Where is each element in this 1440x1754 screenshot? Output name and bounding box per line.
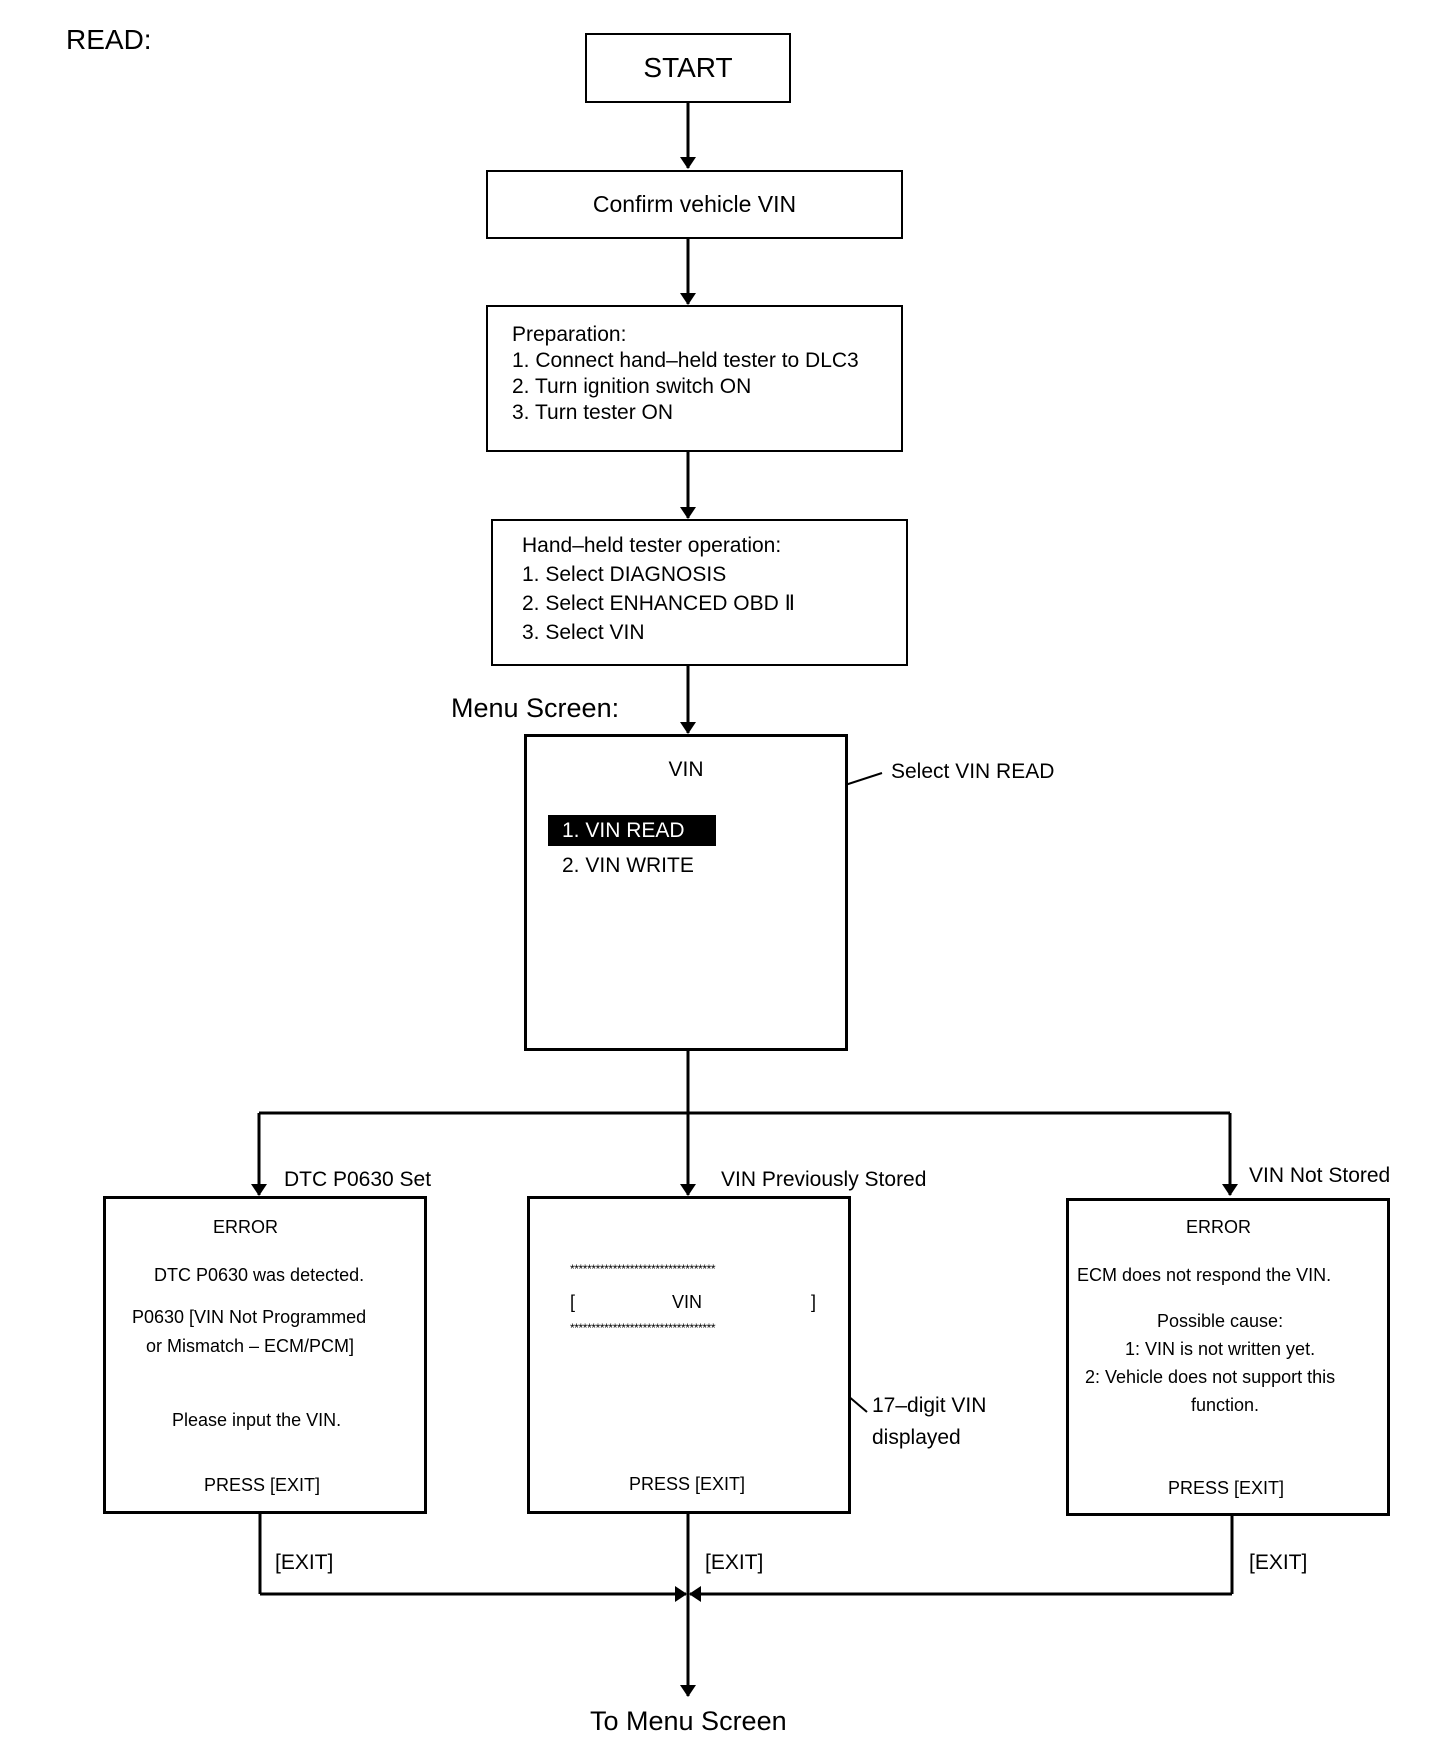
callout-select-vin-read: Select VIN READ — [891, 760, 1055, 783]
callout-displayed: displayed — [872, 1426, 961, 1449]
tester-operation-box: Hand–held tester operation: 1. Select DI… — [491, 519, 908, 666]
error-instruction: Please input the VIN. — [172, 1410, 342, 1430]
tester-operation-step: 2. Select ENHANCED OBD Ⅱ — [522, 592, 795, 615]
page-label: READ: — [66, 24, 152, 55]
error-message: DTC P0630 was detected. — [154, 1265, 365, 1285]
exit-label-right: [EXIT] — [1249, 1551, 1308, 1574]
tester-operation-step: 1. Select DIAGNOSIS — [522, 563, 727, 586]
preparation-title: Preparation: — [512, 323, 627, 346]
menu-screen-box: VIN 1. VIN READ 2. VIN WRITE — [524, 734, 848, 1051]
exit-label-middle: [EXIT] — [705, 1551, 764, 1574]
vin-placeholder: VIN — [672, 1292, 703, 1312]
possible-cause-item: 1: VIN is not written yet. — [1125, 1339, 1316, 1359]
error-detail: or Mismatch – ECM/PCM] — [146, 1336, 355, 1356]
press-exit-label: PRESS [EXIT] — [204, 1475, 321, 1495]
preparation-box: Preparation: 1. Connect hand–held tester… — [486, 305, 903, 452]
error-detail: P0630 [VIN Not Programmed — [132, 1307, 367, 1327]
confirm-vin-box: Confirm vehicle VIN — [486, 170, 903, 239]
start-label: START — [643, 52, 733, 83]
vin-stars-bottom: ********************************** — [570, 1321, 716, 1335]
tester-operation-title: Hand–held tester operation: — [522, 534, 782, 557]
press-exit-label: PRESS [EXIT] — [629, 1474, 746, 1494]
possible-cause-item: 2: Vehicle does not support this — [1085, 1367, 1336, 1387]
exit-label-left: [EXIT] — [275, 1551, 334, 1574]
error-message: ECM does not respond the VIN. — [1077, 1265, 1332, 1285]
start-box: START — [585, 33, 791, 103]
menu-item-vin-read[interactable]: 1. VIN READ — [548, 815, 716, 846]
menu-screen-title: VIN — [668, 758, 704, 781]
preparation-step: 1. Connect hand–held tester to DLC3 — [512, 349, 859, 372]
error-title: ERROR — [1186, 1217, 1252, 1237]
error-box-vin-not-stored: ERROR ECM does not respond the VIN. Poss… — [1066, 1198, 1390, 1516]
condition-vin-previously-stored: VIN Previously Stored — [721, 1168, 927, 1191]
preparation-step: 3. Turn tester ON — [512, 401, 674, 424]
error-title: ERROR — [213, 1217, 279, 1237]
condition-vin-not-stored: VIN Not Stored — [1249, 1164, 1391, 1187]
vin-bracket-close: ] — [811, 1292, 817, 1312]
menu-item-vin-write[interactable]: 2. VIN WRITE — [562, 854, 694, 877]
error-box-dtc-p0630: ERROR DTC P0630 was detected. P0630 [VIN… — [103, 1196, 427, 1514]
press-exit-label: PRESS [EXIT] — [1168, 1478, 1285, 1498]
preparation-step: 2. Turn ignition switch ON — [512, 375, 752, 398]
vin-bracket-open: [ — [570, 1292, 576, 1312]
possible-cause-title: Possible cause: — [1157, 1311, 1284, 1331]
possible-cause-item: function. — [1191, 1395, 1260, 1415]
vin-stars-top: ********************************** — [570, 1262, 716, 1276]
to-menu-screen-label: To Menu Screen — [590, 1706, 787, 1736]
menu-screen-label: Menu Screen: — [451, 693, 620, 723]
vin-display-box: ********************************** [ VIN… — [527, 1196, 851, 1514]
condition-dtc-p0630-set: DTC P0630 Set — [284, 1168, 432, 1191]
confirm-vin-label: Confirm vehicle VIN — [592, 191, 797, 217]
tester-operation-step: 3. Select VIN — [522, 621, 645, 644]
callout-17-digit-vin: 17–digit VIN — [872, 1394, 987, 1417]
